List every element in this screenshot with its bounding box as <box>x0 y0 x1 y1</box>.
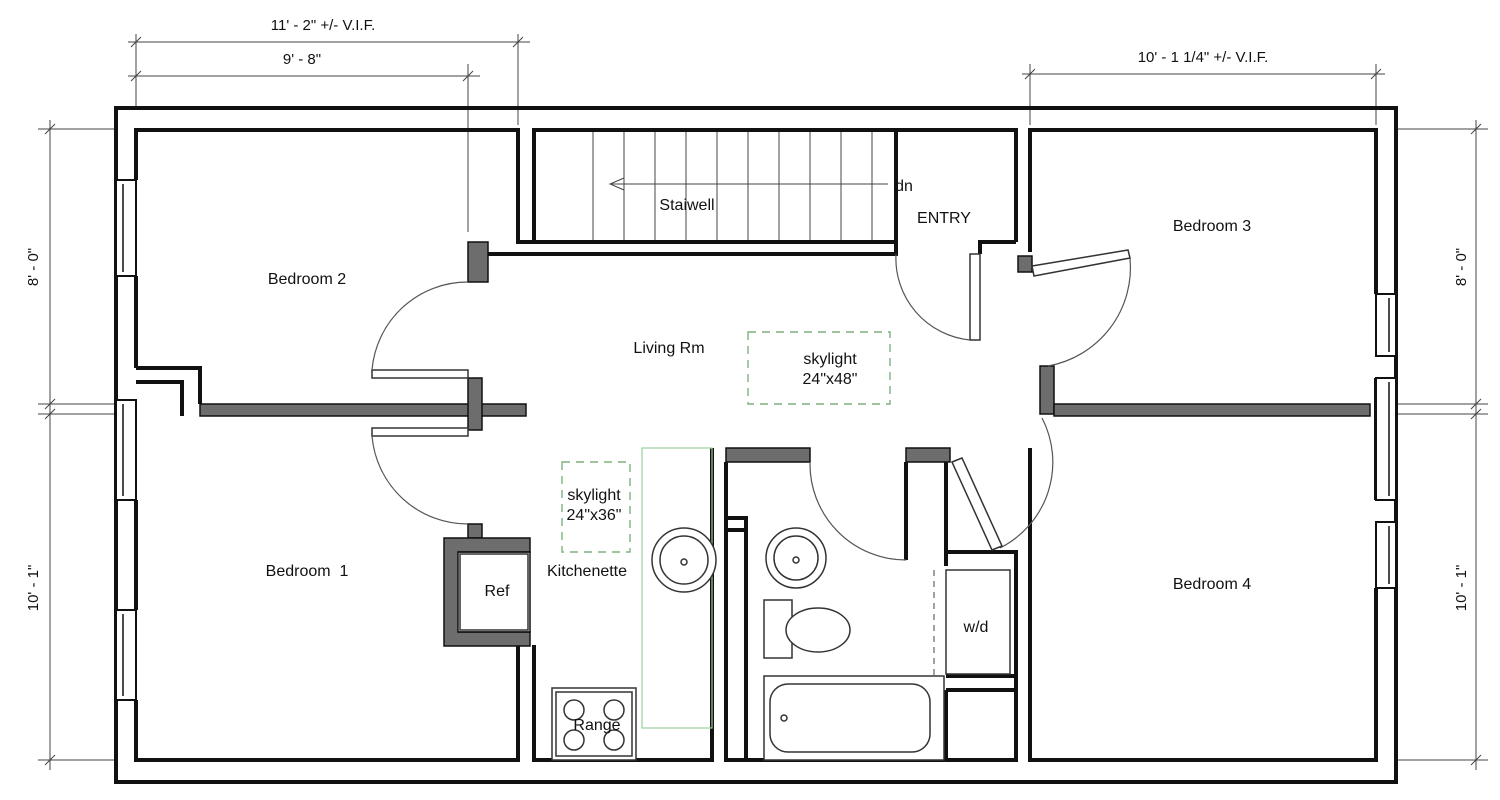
door-bedroom-2 <box>371 369 469 379</box>
label-skylight-small: skylight <box>567 487 621 504</box>
dimension-lines <box>38 34 1488 770</box>
dim-right-upper: 8' - 0" <box>1453 248 1470 286</box>
label-living-room: Living Rm <box>633 340 704 357</box>
window-bedroom-4-lower <box>1375 521 1397 589</box>
window-bedroom-3 <box>1375 293 1397 357</box>
interior-walls <box>136 130 1371 762</box>
dim-right-lower: 10' - 1" <box>1453 565 1470 612</box>
label-skylight-large-size: 24"x48" <box>803 371 858 388</box>
exterior-walls <box>114 106 1398 784</box>
door-bedroom-4 <box>950 457 1004 551</box>
kitchen-sink <box>651 527 717 593</box>
door-bedroom-3 <box>1031 249 1131 277</box>
dim-left-upper: 8' - 0" <box>25 248 42 286</box>
doors <box>371 249 1132 676</box>
fixtures <box>459 331 1011 761</box>
refrigerator <box>459 553 529 631</box>
washer-dryer <box>945 569 1011 675</box>
skylight-large <box>747 331 891 405</box>
partition-new-wall <box>199 403 527 417</box>
skylight-small <box>561 461 631 553</box>
window-bedroom-1-lower <box>115 609 137 701</box>
dim-top-overall: 11' - 2" +/- V.I.F. <box>271 17 376 34</box>
label-bedroom-3: Bedroom 3 <box>1173 218 1251 235</box>
door-entry <box>969 253 981 341</box>
dim-top-right: 10' - 1 1/4" +/- V.I.F. <box>1138 49 1269 66</box>
label-kitchenette: Kitchenette <box>547 563 627 580</box>
dimension-labels: 11' - 2" +/- V.I.F. 9' - 8" 10' - 1 1/4"… <box>25 17 1470 611</box>
label-refrigerator: Ref <box>485 583 510 600</box>
toilet <box>763 599 851 659</box>
bathroom-sink <box>765 527 827 589</box>
label-washer-dryer: w/d <box>963 619 989 636</box>
stairwell <box>488 128 1016 256</box>
label-skylight-small-size: 24"x36" <box>567 507 622 524</box>
room-labels: Bedroom 2 Bedroom 1 Bedroom 3 Bedroom 4 … <box>266 178 1252 734</box>
dim-left-lower: 10' - 1" <box>25 565 42 612</box>
label-skylight-large: skylight <box>803 351 857 368</box>
windows <box>115 179 1397 701</box>
label-range: Range <box>573 717 620 734</box>
range <box>551 687 637 761</box>
dim-top-inner: 9' - 8" <box>283 51 321 68</box>
label-bedroom-1: Bedroom 1 <box>266 563 349 580</box>
window-bedroom-4-upper <box>1375 377 1397 501</box>
label-bedroom-2: Bedroom 2 <box>268 271 346 288</box>
label-entry: ENTRY <box>917 210 971 227</box>
door-bedroom-1 <box>371 427 469 437</box>
bathtub <box>763 675 945 761</box>
window-bedroom-1-upper <box>115 399 137 501</box>
label-stair-dn: dn <box>895 178 913 195</box>
label-bedroom-4: Bedroom 4 <box>1173 576 1251 593</box>
window-bedroom-2 <box>115 179 137 277</box>
label-stairwell: Staiwell <box>659 197 714 214</box>
